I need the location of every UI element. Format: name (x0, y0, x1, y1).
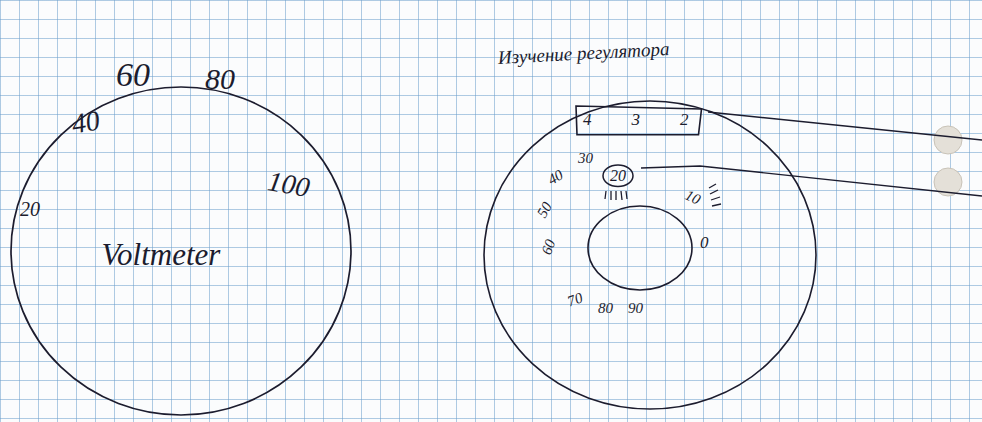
scale-number: 30 (578, 150, 593, 167)
scale-number: 80 (598, 300, 613, 317)
pointer-circle: 20 (602, 164, 634, 188)
scale-number: 90 (628, 300, 643, 317)
scale-digit: 20 (610, 167, 626, 185)
scale-digit: 3 (632, 111, 641, 130)
tick-marks (605, 184, 721, 206)
scale-number: 0 (700, 234, 709, 253)
scale-number: 70 (565, 289, 585, 310)
dial-inner-ring (588, 206, 692, 290)
scale-number: 100 (265, 166, 312, 204)
scale-digit: 2 (680, 111, 689, 130)
scale-window: 4 3 2 (575, 105, 703, 136)
scale-number: 20 (20, 198, 40, 220)
scale-number: 50 (534, 199, 556, 220)
voltmeter-dial: Voltmeter (10, 86, 352, 416)
scale-number: 60 (538, 237, 559, 257)
punch-hole (934, 126, 962, 154)
scale-number: 60 (116, 56, 150, 93)
scale-number: 10 (683, 187, 704, 208)
scale-number: 40 (545, 167, 566, 189)
sketch-title: Изучение регулятора (497, 39, 670, 69)
dial-title: Voltmeter (102, 238, 221, 272)
dial-outer-ring (484, 101, 816, 409)
scale-digit: 4 (583, 111, 592, 130)
leader-line (708, 112, 982, 140)
